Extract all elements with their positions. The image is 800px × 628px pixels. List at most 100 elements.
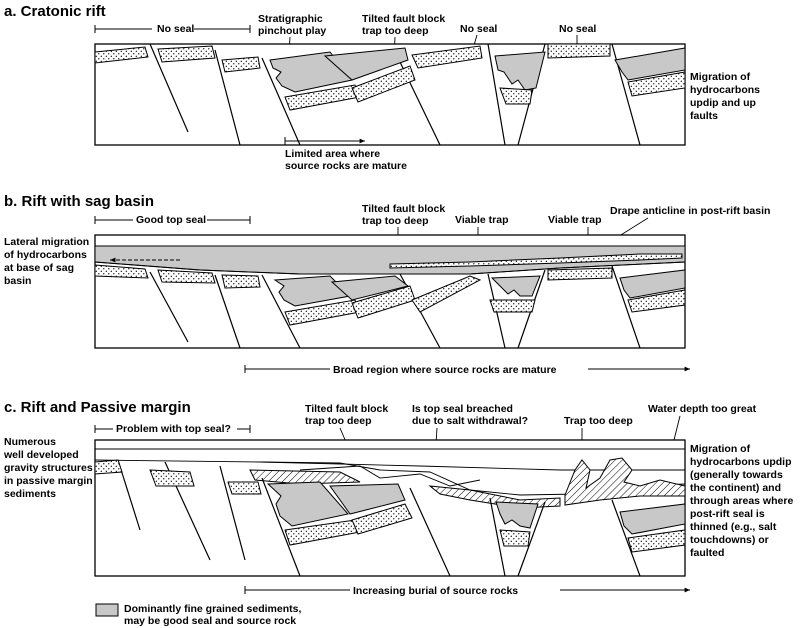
label-numerous-5: sediments [4, 488, 56, 500]
label-drape: Drape anticline in post-rift basin [610, 205, 770, 217]
sand-layer [499, 87, 533, 105]
panel-b-title: b. Rift with sag basin [4, 193, 154, 210]
fault [611, 499, 641, 577]
label-migration-c-6: post-rift seal is [690, 508, 765, 520]
shale-body [614, 47, 686, 81]
sand-layer [547, 43, 611, 59]
sand-layer [499, 529, 531, 547]
gravity-structure-line [299, 465, 481, 487]
label-no-seal-mid: No seal [460, 23, 497, 35]
broad-label-bg [330, 362, 588, 375]
bracket-label-bg [152, 22, 194, 34]
fault [149, 271, 189, 343]
sand-layer [221, 56, 261, 73]
sand-layer [627, 71, 686, 97]
fault [611, 265, 641, 349]
sand-layer [547, 267, 613, 281]
fault [261, 274, 301, 349]
label-water-depth: Water depth too great [648, 403, 757, 415]
label-tilted-c-1: Tilted fault block [305, 403, 388, 415]
shale-body [273, 275, 352, 307]
legend-shale-swatch [95, 603, 119, 617]
label-increasing-burial: Increasing burial of source rocks [353, 585, 518, 597]
label-migration-a-1: Migration of [690, 71, 751, 83]
panel-c-section [94, 439, 686, 577]
salt-body [428, 485, 561, 509]
sand-layer [627, 289, 686, 313]
label-broad-region: Broad region where source rocks are matu… [333, 364, 557, 376]
label-lateral-2: of hydrocarbons [4, 249, 87, 261]
sand-layer [221, 274, 261, 289]
label-migration-c-2: hydrocarbons updip [690, 456, 792, 468]
label-migration-a-2: hydrocarbons [690, 84, 760, 96]
bracket-label-bg [133, 213, 207, 225]
label-stratigraphic-2: pinchout play [258, 25, 326, 37]
label-lateral-3: at base of sag [4, 262, 74, 274]
fault [517, 501, 546, 577]
label-viable-trap-1: Viable trap [455, 214, 509, 226]
label-tilted-b-1: Tilted fault block [362, 203, 445, 215]
shale-body [330, 275, 410, 301]
label-lateral-4: basin [4, 275, 31, 287]
shale-body [323, 47, 409, 81]
sand-layer [94, 459, 123, 475]
sand-layer [157, 45, 216, 63]
label-migration-c-1: Migration of [690, 443, 751, 455]
fault [261, 57, 301, 146]
shale-body [495, 501, 539, 529]
shale-body [490, 275, 541, 297]
sand-layer [94, 46, 149, 64]
sand-layer [94, 264, 149, 279]
label-viable-trap-2: Viable trap [548, 214, 602, 226]
increasing-label-bg [350, 583, 560, 596]
sand-layer [149, 469, 195, 487]
sand-layer [351, 503, 413, 535]
label-migration-c-7: thinned (e.g., salt [690, 521, 777, 533]
shale-body [619, 269, 686, 299]
fault [409, 487, 451, 577]
label-tilted-a-2: trap too deep [362, 25, 429, 37]
sand-layer [489, 299, 536, 313]
label-migration-a-3: updip and up [690, 97, 756, 109]
label-limited-1: Limited area where [285, 148, 380, 160]
salt-body [249, 469, 361, 485]
label-tilted-b-2: trap too deep [362, 215, 429, 227]
label-migration-c-4: the continent) and [690, 482, 781, 494]
label-breached-1: Is top seal breached [412, 403, 513, 415]
legend-line-1: Dominantly fine grained sediments, [124, 603, 301, 615]
label-numerous-4: in passive margin [4, 475, 93, 487]
legend: Dominantly fine grained sediments, may b… [95, 603, 301, 627]
shale-body [619, 503, 686, 535]
label-limited-2: source rocks are mature [285, 160, 407, 172]
fault [149, 43, 189, 133]
sand-layer [627, 529, 686, 553]
shale-body [329, 483, 406, 515]
sand-layer [411, 45, 483, 69]
label-migration-c-5: through areas where [690, 495, 793, 507]
label-lateral-1: Lateral migration [4, 236, 89, 248]
label-no-seal-right: No seal [559, 23, 596, 35]
panel-c-title: c. Rift and Passive margin [4, 399, 191, 416]
legend-line-2: may be good seal and source rock [124, 615, 296, 627]
sand-layer [411, 275, 482, 313]
label-tilted-c-2: trap too deep [305, 415, 372, 427]
sand-layer [227, 481, 262, 495]
sand-layer [157, 269, 216, 284]
fault [487, 43, 506, 146]
fault [214, 49, 241, 146]
sag-base [94, 261, 686, 275]
label-migration-c-8: touchdowns) or [690, 534, 769, 546]
panel-a-title: a. Cratonic rift [4, 3, 106, 20]
shale-body [266, 481, 349, 527]
label-problem-seal: Problem with top seal? [116, 423, 231, 435]
label-numerous-3: gravity structures [4, 462, 93, 474]
label-tilted-a-1: Tilted fault block [362, 13, 445, 25]
label-numerous-2: well developed [3, 449, 79, 461]
label-migration-c-9: faulted [690, 547, 724, 559]
label-stratigraphic-1: Stratigraphic [258, 13, 323, 25]
fault [261, 477, 301, 577]
salt-diapir [564, 457, 686, 506]
fault [214, 274, 241, 349]
panel-a: a. Cratonic rift No seal Stratigraphic p… [4, 3, 760, 172]
